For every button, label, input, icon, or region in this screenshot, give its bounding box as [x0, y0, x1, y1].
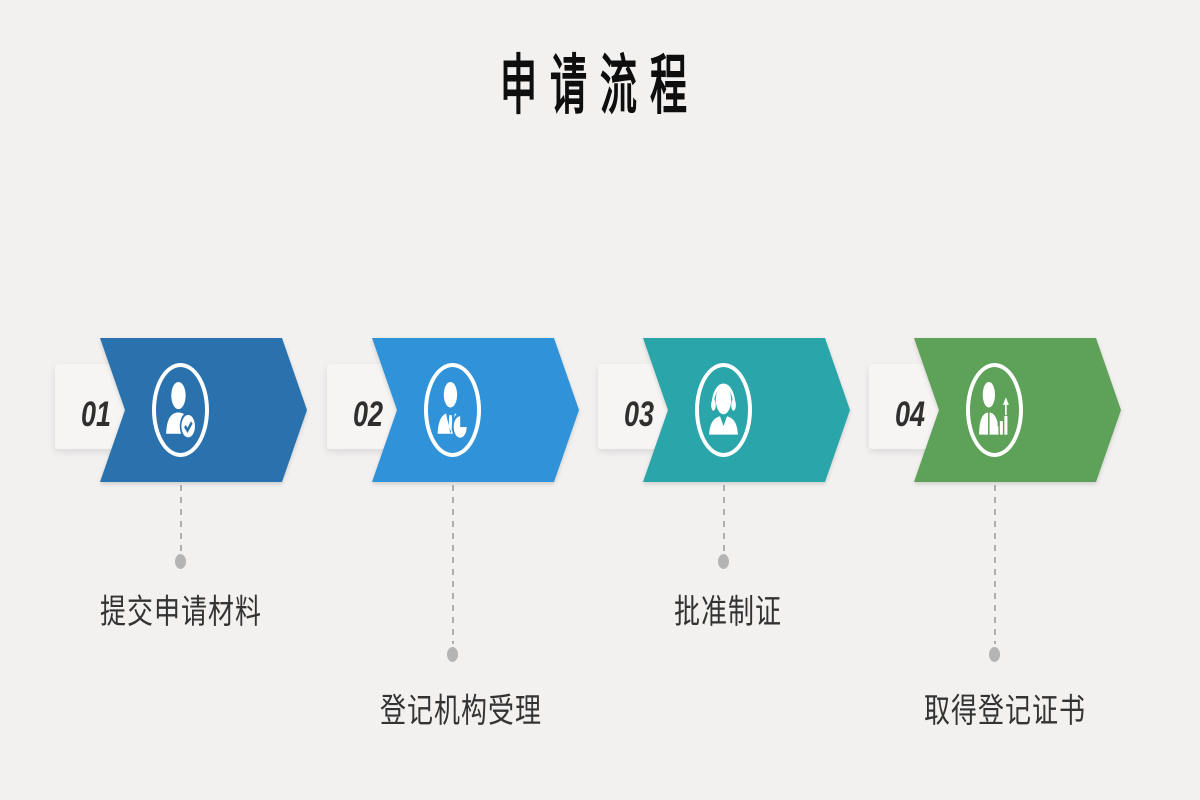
- step-number: 04: [894, 395, 926, 434]
- step-4: 04 取得登记证书: [869, 338, 1124, 800]
- connector-dot: [989, 647, 1000, 662]
- connector-line: [452, 485, 454, 644]
- connector-dot: [447, 647, 458, 662]
- support-headset-icon: [695, 363, 752, 457]
- page-title: 申请流程: [500, 51, 700, 123]
- step-2: 02 登记机构受理: [327, 338, 582, 800]
- connector-dot: [175, 554, 186, 569]
- user-check-icon: [152, 363, 209, 457]
- connector-dot: [718, 554, 729, 569]
- step-1: 01 提交申请材料: [55, 338, 310, 800]
- connector-line: [180, 485, 182, 551]
- step-number: 01: [80, 395, 112, 434]
- businessman-pie-icon: [424, 363, 481, 457]
- step-label: 批准制证: [673, 593, 783, 631]
- step-label: 取得登记证书: [923, 692, 1087, 730]
- step-label: 登记机构受理: [379, 692, 543, 730]
- step-number: 02: [352, 395, 384, 434]
- connector-line: [723, 485, 725, 551]
- user-growth-icon: [966, 363, 1023, 457]
- connector-line: [994, 485, 996, 644]
- step-number: 03: [623, 395, 655, 434]
- step-label: 提交申请材料: [99, 593, 263, 631]
- step-3: 03 批准制证: [598, 338, 853, 800]
